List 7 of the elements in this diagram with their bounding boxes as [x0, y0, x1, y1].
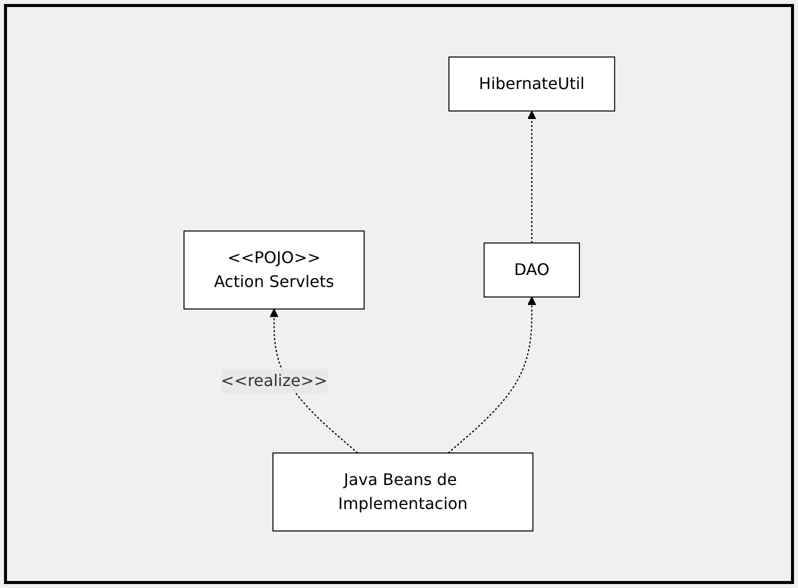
node-box: DAO [483, 242, 580, 298]
edge-label: <<realize>> [220, 370, 328, 390]
arrow [527, 110, 536, 243]
node-box: Java Beans de Implementacion [272, 452, 534, 532]
node-box: <<POJO>> Action Servlets [183, 230, 364, 310]
node-box: HibernateUtil [448, 56, 615, 112]
arrow [447, 296, 536, 454]
